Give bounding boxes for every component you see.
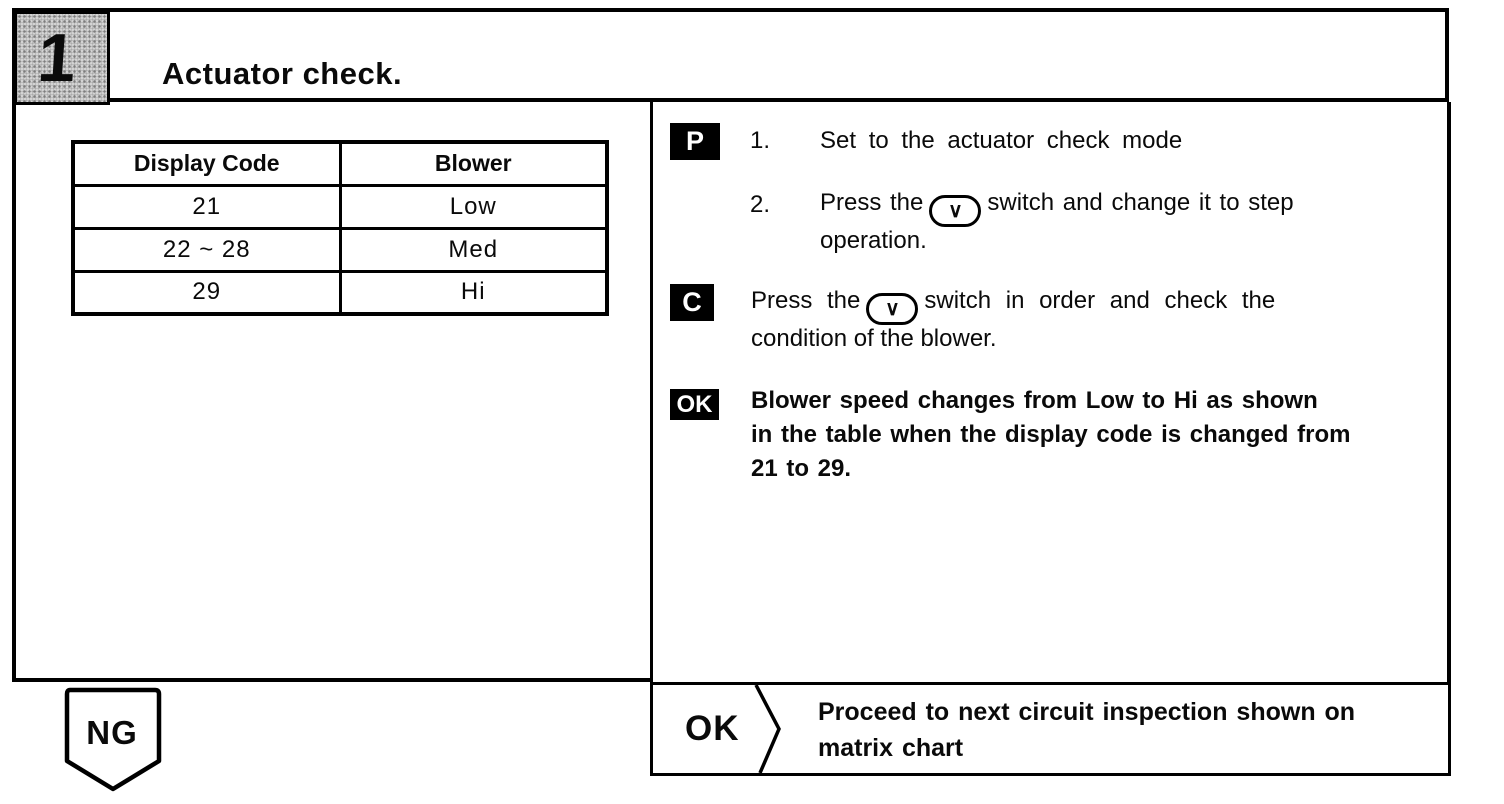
ng-pointer-shape [64,687,162,792]
step2-text-line2: operation. [820,227,927,254]
instruction-panel: P 1. Set to the actuator check mode 2. P… [650,102,1451,682]
step2-before: Press the [820,189,924,216]
cell-blower-3: Hi [338,269,609,316]
ng-flow-banner: NG [60,686,166,796]
table-header-row: Display Code Blower [71,140,609,187]
check-badge: C [670,284,714,321]
check-text-line1: Press the∨switch in order and check the [751,287,1275,325]
check-after: switch in order and check the [924,287,1276,314]
table-row: 22 ~ 28 Med [71,226,609,273]
prepare-badge: P [670,123,720,160]
ok-result-line2: in the table when the display code is ch… [751,421,1351,448]
cell-blower-2: Med [338,226,609,273]
step2-after: switch and change it to step [987,189,1294,216]
proceed-text-line1: Proceed to next circuit inspection shown… [818,698,1356,726]
down-switch-icon: ∨ [866,293,919,325]
table-row: 29 Hi [71,269,609,316]
display-code-table: Display Code Blower 21 Low 22 ~ 28 Med 2… [71,140,609,316]
step-number-box: 1 [14,11,110,105]
ok-result-line3: 21 to 29. [751,455,852,482]
down-switch-icon: ∨ [929,195,982,227]
cell-code-1: 21 [71,183,342,230]
step1-number: 1. [750,127,771,154]
ok-result-badge: OK [670,389,719,420]
ng-flow-label: NG [86,714,138,751]
left-panel: Display Code Blower 21 Low 22 ~ 28 Med 2… [12,102,650,682]
check-text-line2: condition of the blower. [751,325,997,352]
step2-number: 2. [750,191,771,218]
proceed-text-line2: matrix chart [818,734,964,762]
column-header-display-code: Display Code [71,140,342,187]
check-before: Press the [751,287,861,314]
step2-text-line1: Press the∨switch and change it to step [820,189,1294,227]
page-title: Actuator check. [162,56,403,91]
table-row: 21 Low [71,183,609,230]
cell-blower-1: Low [338,183,609,230]
cell-code-2: 22 ~ 28 [71,226,342,273]
step-number: 1 [35,20,79,96]
step1-text: Set to the actuator check mode [820,127,1183,154]
cell-code-3: 29 [71,269,342,316]
column-header-blower: Blower [338,140,609,187]
ok-result-line1: Blower speed changes from Low to Hi as s… [751,387,1318,414]
right-chevron-icon [754,685,781,773]
ok-flow-label: OK [685,709,740,748]
header-band: Actuator check. [12,8,1449,102]
ok-flow-cell: OK Proceed to next circuit inspection sh… [650,682,1451,776]
